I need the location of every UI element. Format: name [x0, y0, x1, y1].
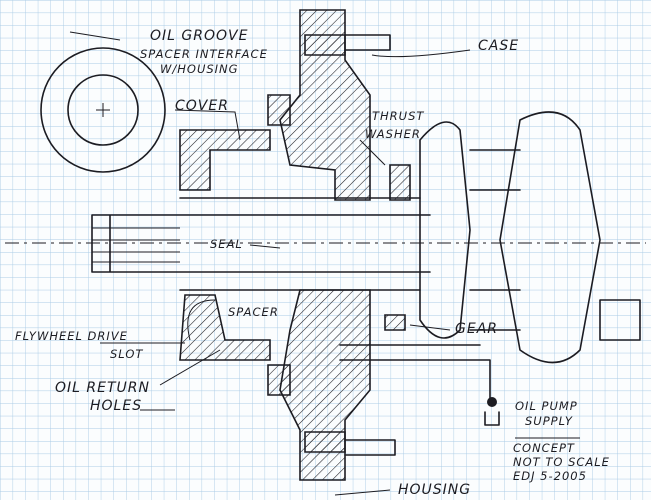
label-seal: SEAL: [210, 237, 243, 251]
label-note-line1: CONCEPT: [513, 441, 575, 455]
label-oil-return-line1: OIL RETURN: [55, 380, 150, 396]
label-note-line3: EDJ 5-2005: [513, 469, 587, 483]
end-view-circle: [40, 47, 166, 173]
label-oil-return-line2: HOLES: [90, 398, 142, 414]
label-thrust-line1: THRUST: [372, 109, 424, 123]
label-spacer: SPACER: [228, 305, 279, 319]
label-pump-line1: OIL PUMP: [515, 399, 578, 413]
housing-case: [179, 9, 396, 481]
gear-and-crank: [384, 111, 641, 364]
label-gear: GEAR: [455, 321, 498, 337]
leader-lines: [69, 31, 580, 496]
label-case: CASE: [478, 38, 519, 54]
label-flywheel-line2: SLOT: [110, 347, 143, 361]
label-oil-groove-line2: SPACER INTERFACE: [140, 47, 268, 61]
label-housing: HOUSING: [398, 482, 471, 498]
label-oil-groove-line3: W/HOUSING: [160, 62, 239, 76]
label-cover: COVER: [175, 98, 229, 114]
label-note-line2: NOT TO SCALE: [513, 455, 610, 469]
label-oil-groove-line1: OIL GROOVE: [150, 28, 248, 44]
label-thrust-line2: WASHER: [365, 127, 421, 141]
label-flywheel-line1: FLYWHEEL DRIVE: [15, 329, 128, 343]
oil-pump-symbol: [487, 397, 497, 407]
label-pump-line2: SUPPLY: [525, 414, 573, 428]
